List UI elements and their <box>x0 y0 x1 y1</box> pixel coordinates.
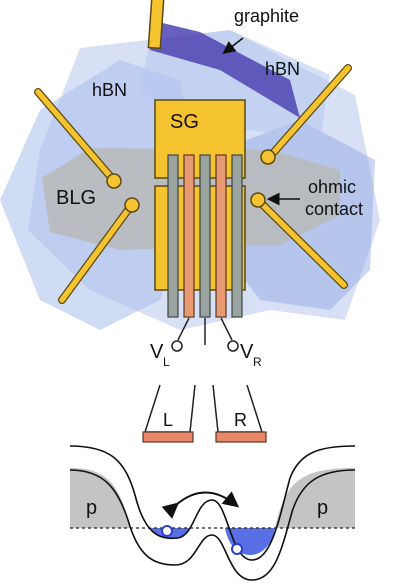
terminal-wires <box>177 317 233 345</box>
tunneling-arrow <box>161 491 240 519</box>
ohmic-lead-top-left <box>34 88 122 189</box>
graphite-flake <box>150 20 300 118</box>
label-vl: V <box>150 341 164 363</box>
label-vr: V <box>240 341 254 363</box>
label-p-left: p <box>86 497 97 519</box>
potential-landscape <box>69 445 356 581</box>
band-lower <box>69 469 356 581</box>
lead-right <box>212 384 267 443</box>
label-vr-sub: R <box>253 355 262 369</box>
terminal-vr <box>227 340 239 352</box>
label-hbn-right: hBN <box>265 59 300 79</box>
label-ohmic-line1: ohmic <box>308 177 356 197</box>
ohmic-leads <box>34 64 352 304</box>
electron-right <box>231 543 243 555</box>
label-graphite: graphite <box>234 6 299 26</box>
ohmic-lead-top-right <box>260 64 352 165</box>
ohmic-lead-bottom-left <box>58 197 140 304</box>
graphite-arrow <box>222 37 244 54</box>
lead-left <box>142 384 196 443</box>
terminal-vl <box>171 340 183 352</box>
finger-gate-2 <box>183 154 195 318</box>
label-blg: BLG <box>56 187 96 209</box>
label-lead-r: R <box>234 410 247 430</box>
graphite-gate-lead <box>147 0 165 50</box>
label-p-right: p <box>317 497 328 519</box>
label-hbn-left: hBN <box>92 80 127 100</box>
finger-gate-1 <box>167 154 179 318</box>
reservoir-left <box>70 468 130 528</box>
finger-gates <box>167 154 243 318</box>
electron-left <box>161 525 173 537</box>
label-ohmic-line2: contact <box>305 199 363 219</box>
finger-gate-3 <box>199 154 211 318</box>
label-lead-l: L <box>163 410 173 430</box>
finger-gate-4 <box>215 154 227 318</box>
ohmic-lead-bottom-right <box>250 192 348 289</box>
label-sg: SG <box>170 111 199 133</box>
reservoir-right <box>275 468 355 528</box>
finger-gate-5 <box>231 154 243 318</box>
label-vl-sub: L <box>163 355 170 369</box>
